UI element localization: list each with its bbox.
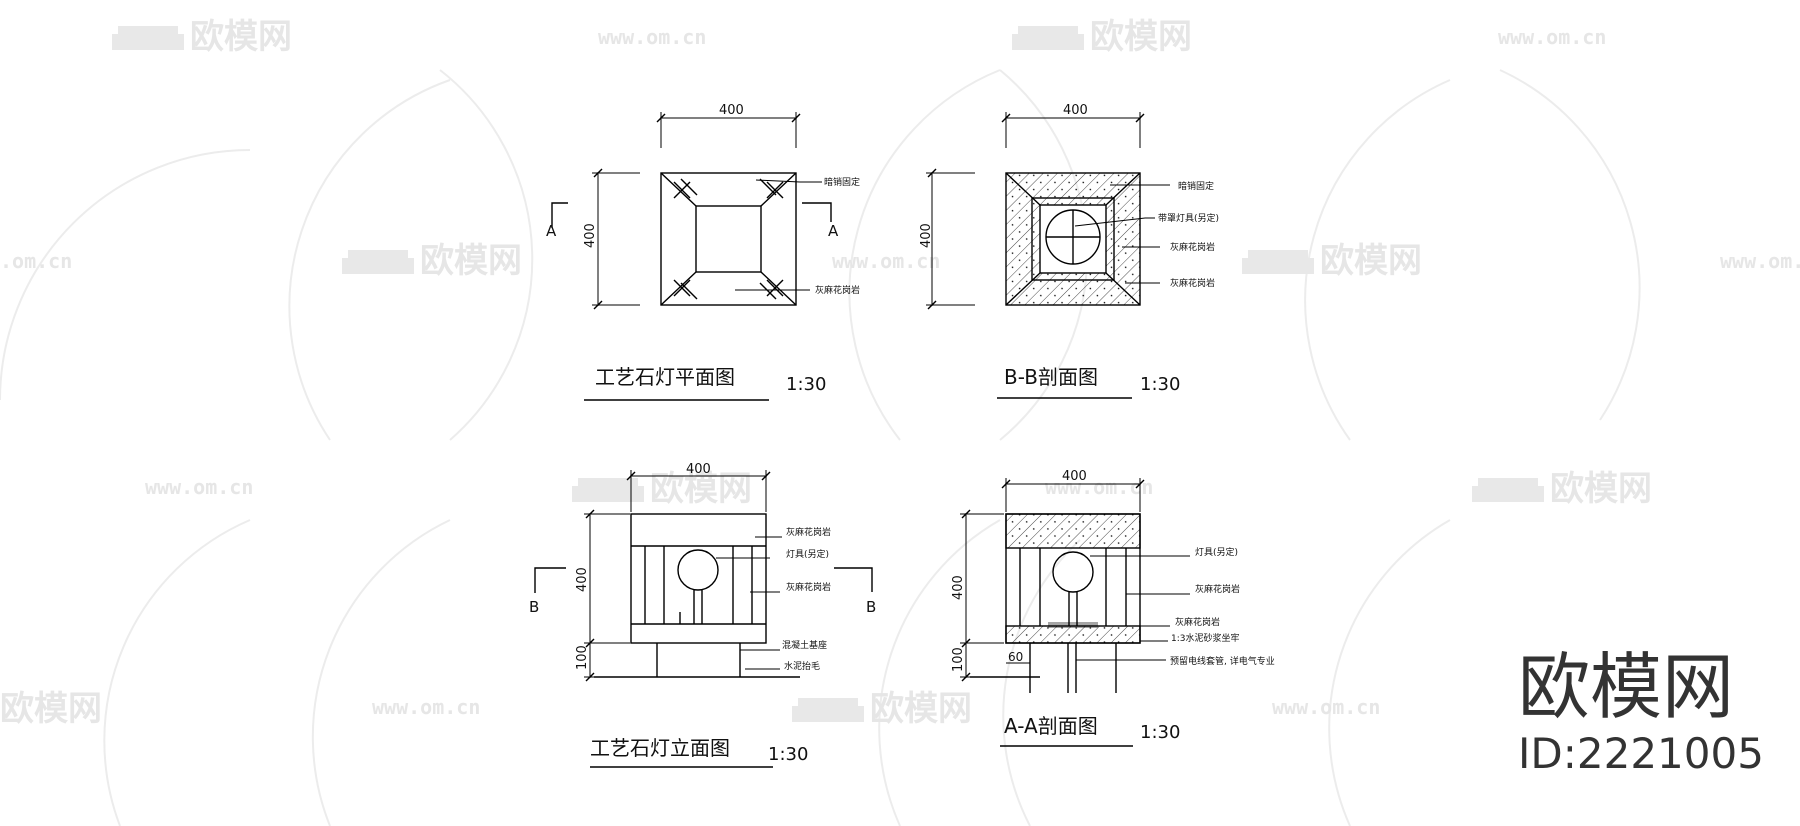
- stone-base-section: [1005, 625, 1141, 644]
- dimension-label: 100: [951, 647, 966, 672]
- watermark-url-text: www.om.cn: [832, 249, 940, 273]
- watermark-brand-text: 欧模网: [190, 17, 292, 57]
- brand-stamp: 欧模网 ID:2221005: [1518, 645, 1764, 778]
- lamp-globe: [1052, 551, 1094, 593]
- dimension-label: 60: [1008, 650, 1023, 664]
- annotation-note: 暗销固定: [824, 176, 860, 188]
- dimension-label: 400: [575, 567, 590, 592]
- dimension-label: 400: [583, 223, 598, 248]
- annotation-note: 灰麻花岗岩: [786, 581, 831, 593]
- annotation-note: 灯具(另定): [786, 548, 829, 560]
- annotation-note: 灰麻花岗岩: [1195, 583, 1240, 595]
- dimension-label: 400: [719, 103, 744, 118]
- annotation-note: 带罩灯具(另定): [1158, 212, 1219, 224]
- annotation-note: 灰麻花岗岩: [1170, 241, 1215, 253]
- watermark-brand-text: 欧模网: [420, 241, 522, 281]
- watermark-url-text: www.om.cn: [1498, 25, 1606, 49]
- annotation-note: 水泥抬毛: [784, 660, 820, 672]
- drawing-scale: 1:30: [1140, 722, 1180, 743]
- dimension-label: 400: [686, 462, 711, 477]
- drawing-scale: 1:30: [786, 374, 826, 395]
- watermark-brand-text: 欧模网: [1090, 17, 1192, 57]
- drawing-title: B-B剖面图: [1004, 365, 1098, 389]
- elevation-view: 400 400 100 B B 灰麻花岗岩 灯具(另定): [529, 462, 876, 768]
- watermark-url-text: www.om.cn: [145, 475, 253, 499]
- dimension-label: 100: [575, 645, 590, 670]
- lamp-opening-inner: [695, 205, 762, 273]
- annotation-note: 灰麻花岗岩: [815, 284, 860, 296]
- watermark-brand-text: 欧模网: [1320, 241, 1422, 281]
- drawing-scale: 1:30: [1140, 374, 1180, 395]
- watermark-url-text: www.om.cn: [1272, 695, 1380, 719]
- annotation-note: 灯具(另定): [1195, 546, 1238, 558]
- watermark-url-text: www.om.cn: [598, 25, 706, 49]
- watermark-brand-text: 欧模网: [0, 689, 102, 729]
- watermark-url-text: www.om.cn: [1045, 475, 1153, 499]
- brand-logo-text: 欧模网: [1518, 645, 1734, 729]
- drawing-title: 工艺石灯立面图: [590, 736, 730, 760]
- drawing-title: 工艺石灯平面图: [595, 365, 735, 389]
- section-marker-label: B: [529, 598, 539, 616]
- section-aa: 400 400 100 60 灯具(另定) 灰麻花: [951, 469, 1275, 747]
- watermark-url-text: www.om.cn: [1720, 249, 1800, 273]
- section-marker-label: B: [866, 598, 876, 616]
- watermark-url-text: .om.cn: [0, 249, 72, 273]
- annotation-note: 灰麻花岗岩: [786, 526, 831, 538]
- dimension-label: 400: [1062, 469, 1087, 484]
- section-marker-label: A: [828, 222, 839, 240]
- watermark-brand: 欧模网 欧模网 欧模网 欧模网 欧模网 欧模网 欧模网 欧模网: [0, 17, 1652, 729]
- dimension-label: 400: [1063, 103, 1088, 118]
- watermark-brand-text: 欧模网: [870, 689, 972, 729]
- section-marker-label: A: [546, 222, 557, 240]
- annotation-note: 暗销固定: [1178, 180, 1214, 192]
- annotation-note: 混凝土基座: [782, 639, 827, 651]
- annotation-note: 灰麻花岗岩: [1175, 616, 1220, 628]
- watermark-url-text: www.om.cn: [372, 695, 480, 719]
- resource-id: ID:2221005: [1518, 729, 1764, 778]
- dimension-label: 400: [951, 575, 966, 600]
- watermark-logo-icons: [112, 26, 1544, 722]
- drawing-title: A-A剖面图: [1004, 714, 1098, 738]
- annotation-note: 预留电线套管, 详电气专业: [1170, 655, 1275, 667]
- watermark-layer: 欧模网 欧模网 欧模网 欧模网 欧模网 欧模网 欧模网 欧模网 www.om.c…: [0, 17, 1800, 826]
- annotation-note: 灰麻花岗岩: [1170, 277, 1215, 289]
- dowel-markers: [673, 178, 784, 300]
- watermark-brand-text: 欧模网: [1550, 469, 1652, 509]
- dimension-label: 400: [919, 223, 934, 248]
- stone-cap-section: [1005, 513, 1141, 549]
- watermark-url: www.om.cn www.om.cn .om.cn www.om.cn www…: [0, 25, 1800, 719]
- plan-view: 400 400 A A 暗销固定: [546, 103, 860, 401]
- lamp-globe: [677, 549, 719, 591]
- drawing-scale: 1:30: [768, 744, 808, 765]
- section-bb: 400 400 暗销固定 带罩灯具(另定) 灰麻花岗岩 灰麻花岗岩 B-B剖面图…: [919, 103, 1219, 399]
- annotation-note: 1:3水泥砂浆坐牢: [1171, 632, 1240, 644]
- lamp-outline-outer: [660, 172, 797, 306]
